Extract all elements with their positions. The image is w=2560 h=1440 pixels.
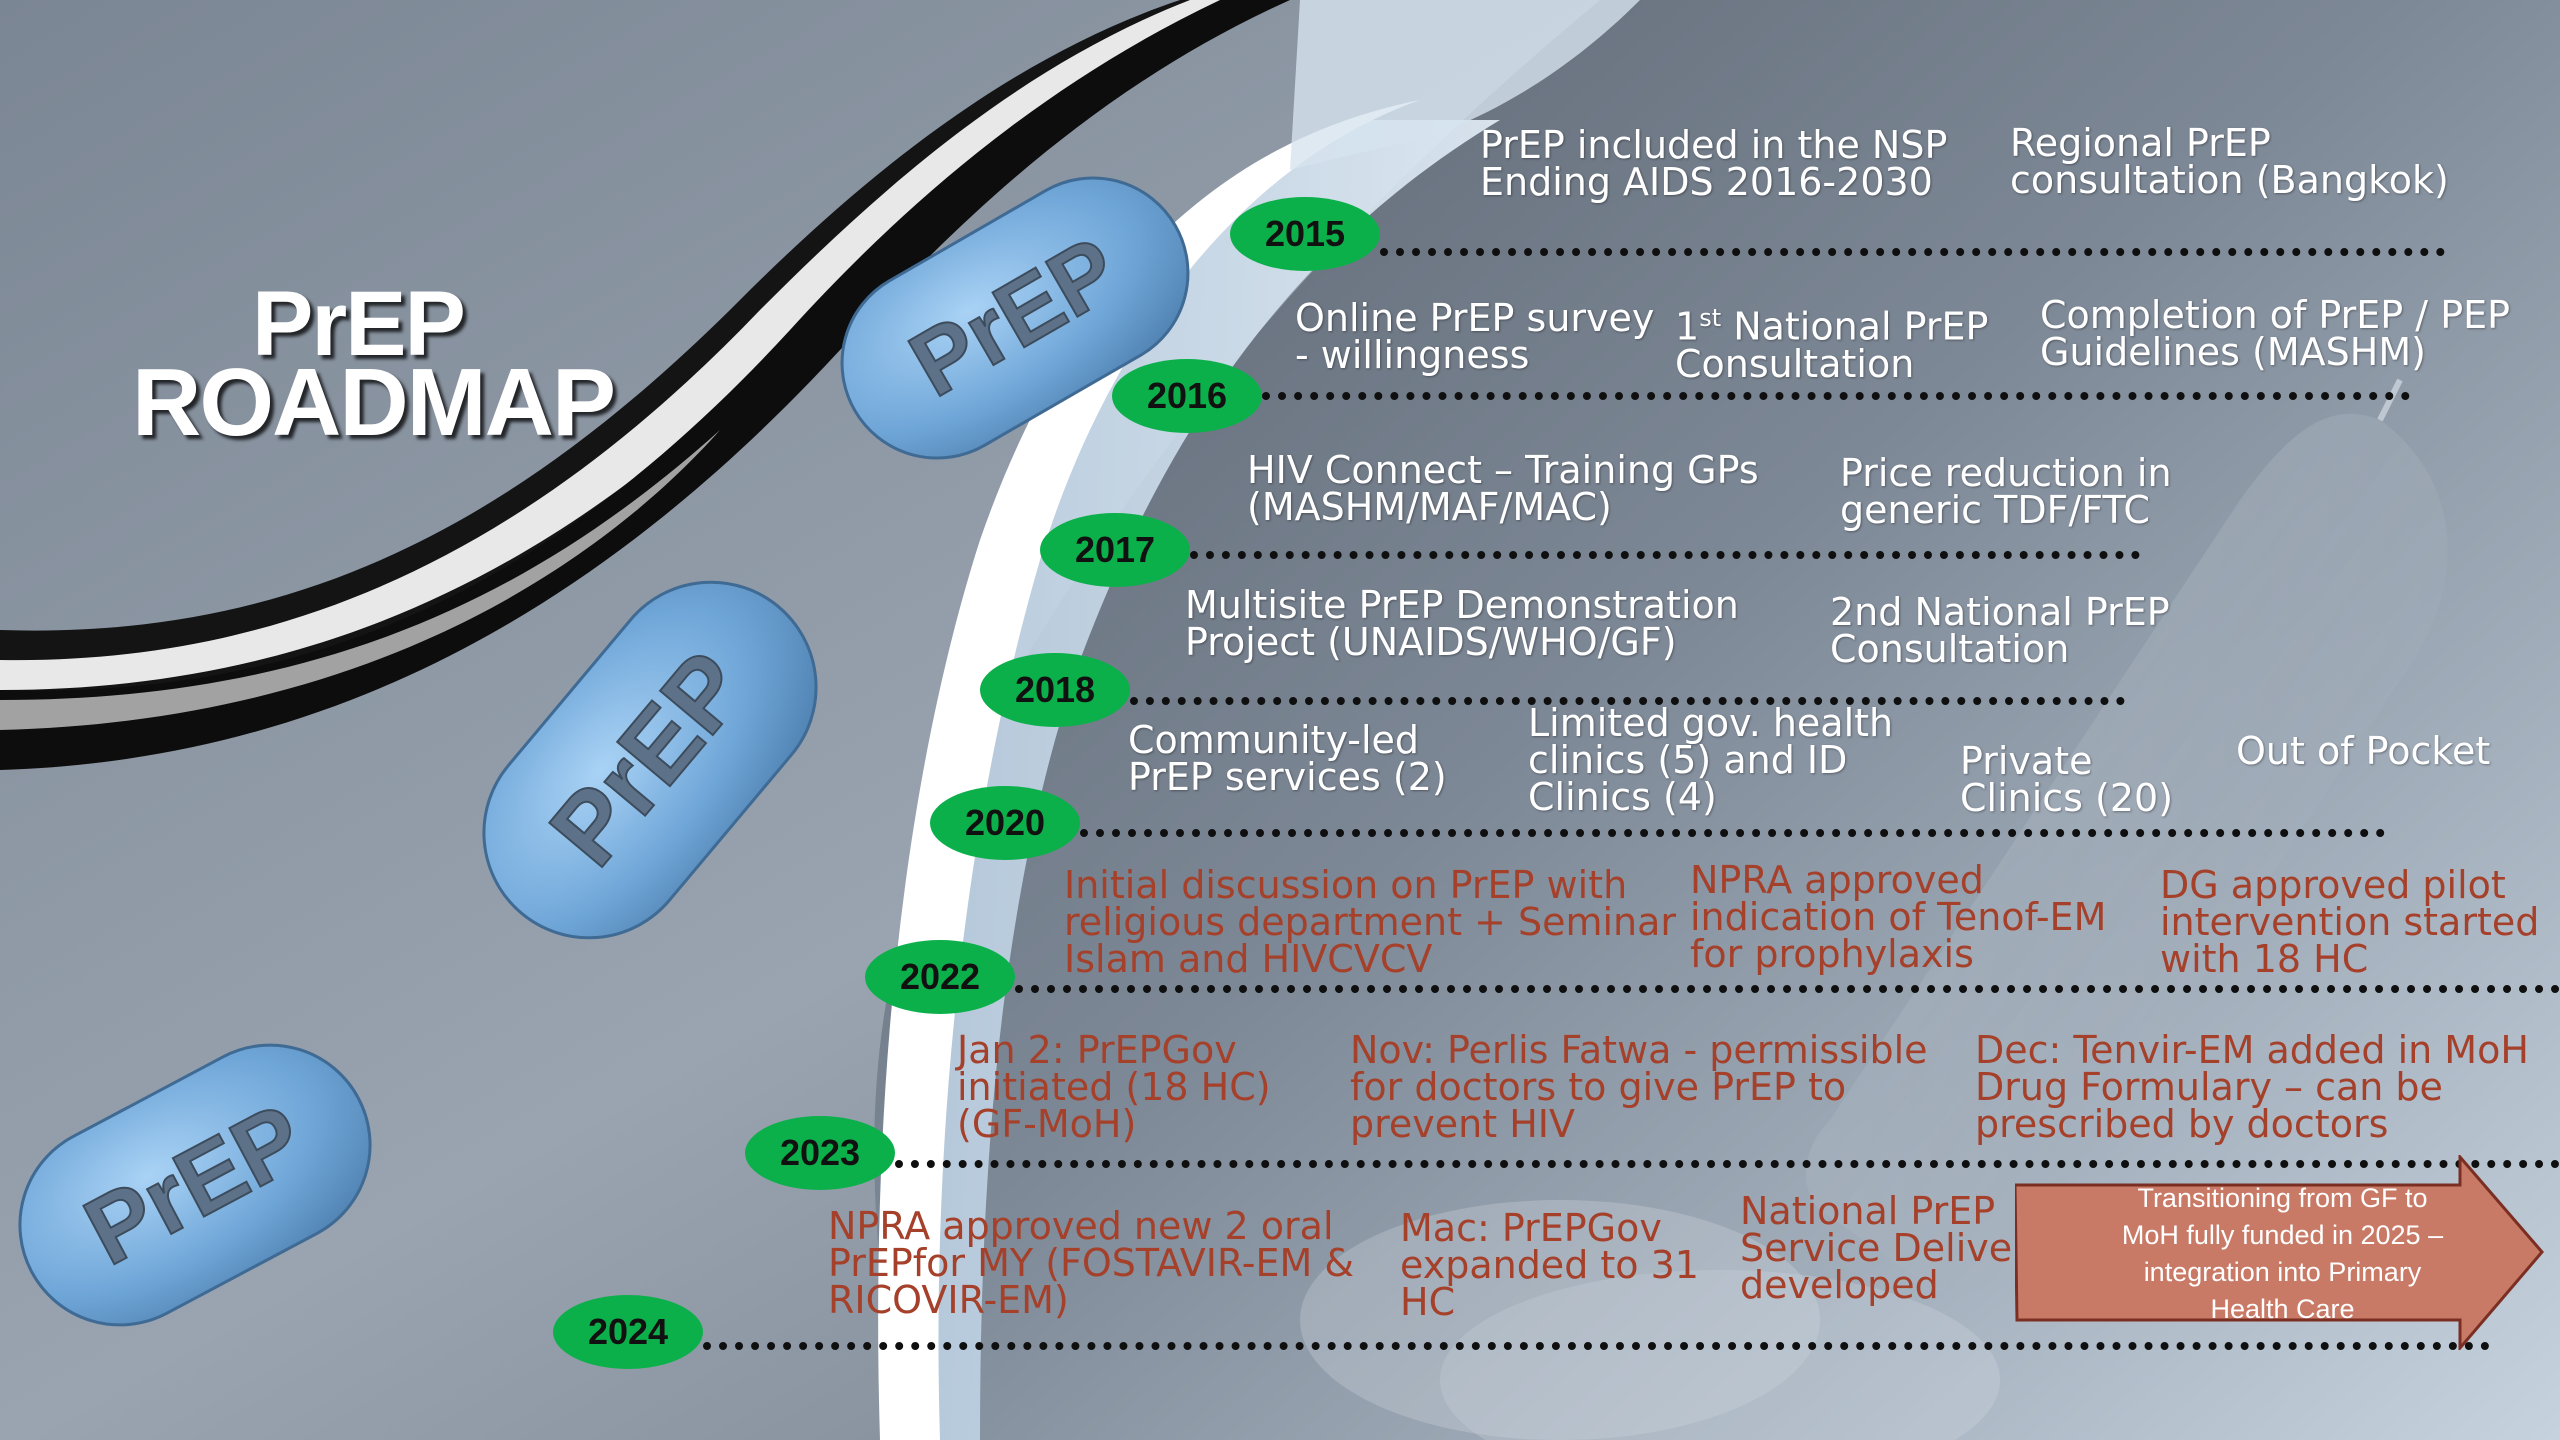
arrow-line: Transitioning from GF to — [2137, 1183, 2428, 1213]
arrow-line: Health Care — [2210, 1294, 2355, 1324]
arrow-line: integration into Primary — [2143, 1257, 2422, 1287]
arrow-callout-text: Transitioning from GF to MoH fully funde… — [2055, 1180, 2510, 1328]
title-prep: PrEP — [252, 273, 466, 375]
title-roadmap: ROADMAP — [132, 349, 616, 456]
pill-icon: PrEP — [18, 1043, 372, 1327]
pill-icon: PrEP — [840, 176, 1190, 460]
pill-icon: PrEP — [482, 580, 818, 940]
arrow-line: MoH fully funded in 2025 – — [2121, 1220, 2444, 1250]
arrow-callout-shape — [2015, 1155, 2544, 1350]
